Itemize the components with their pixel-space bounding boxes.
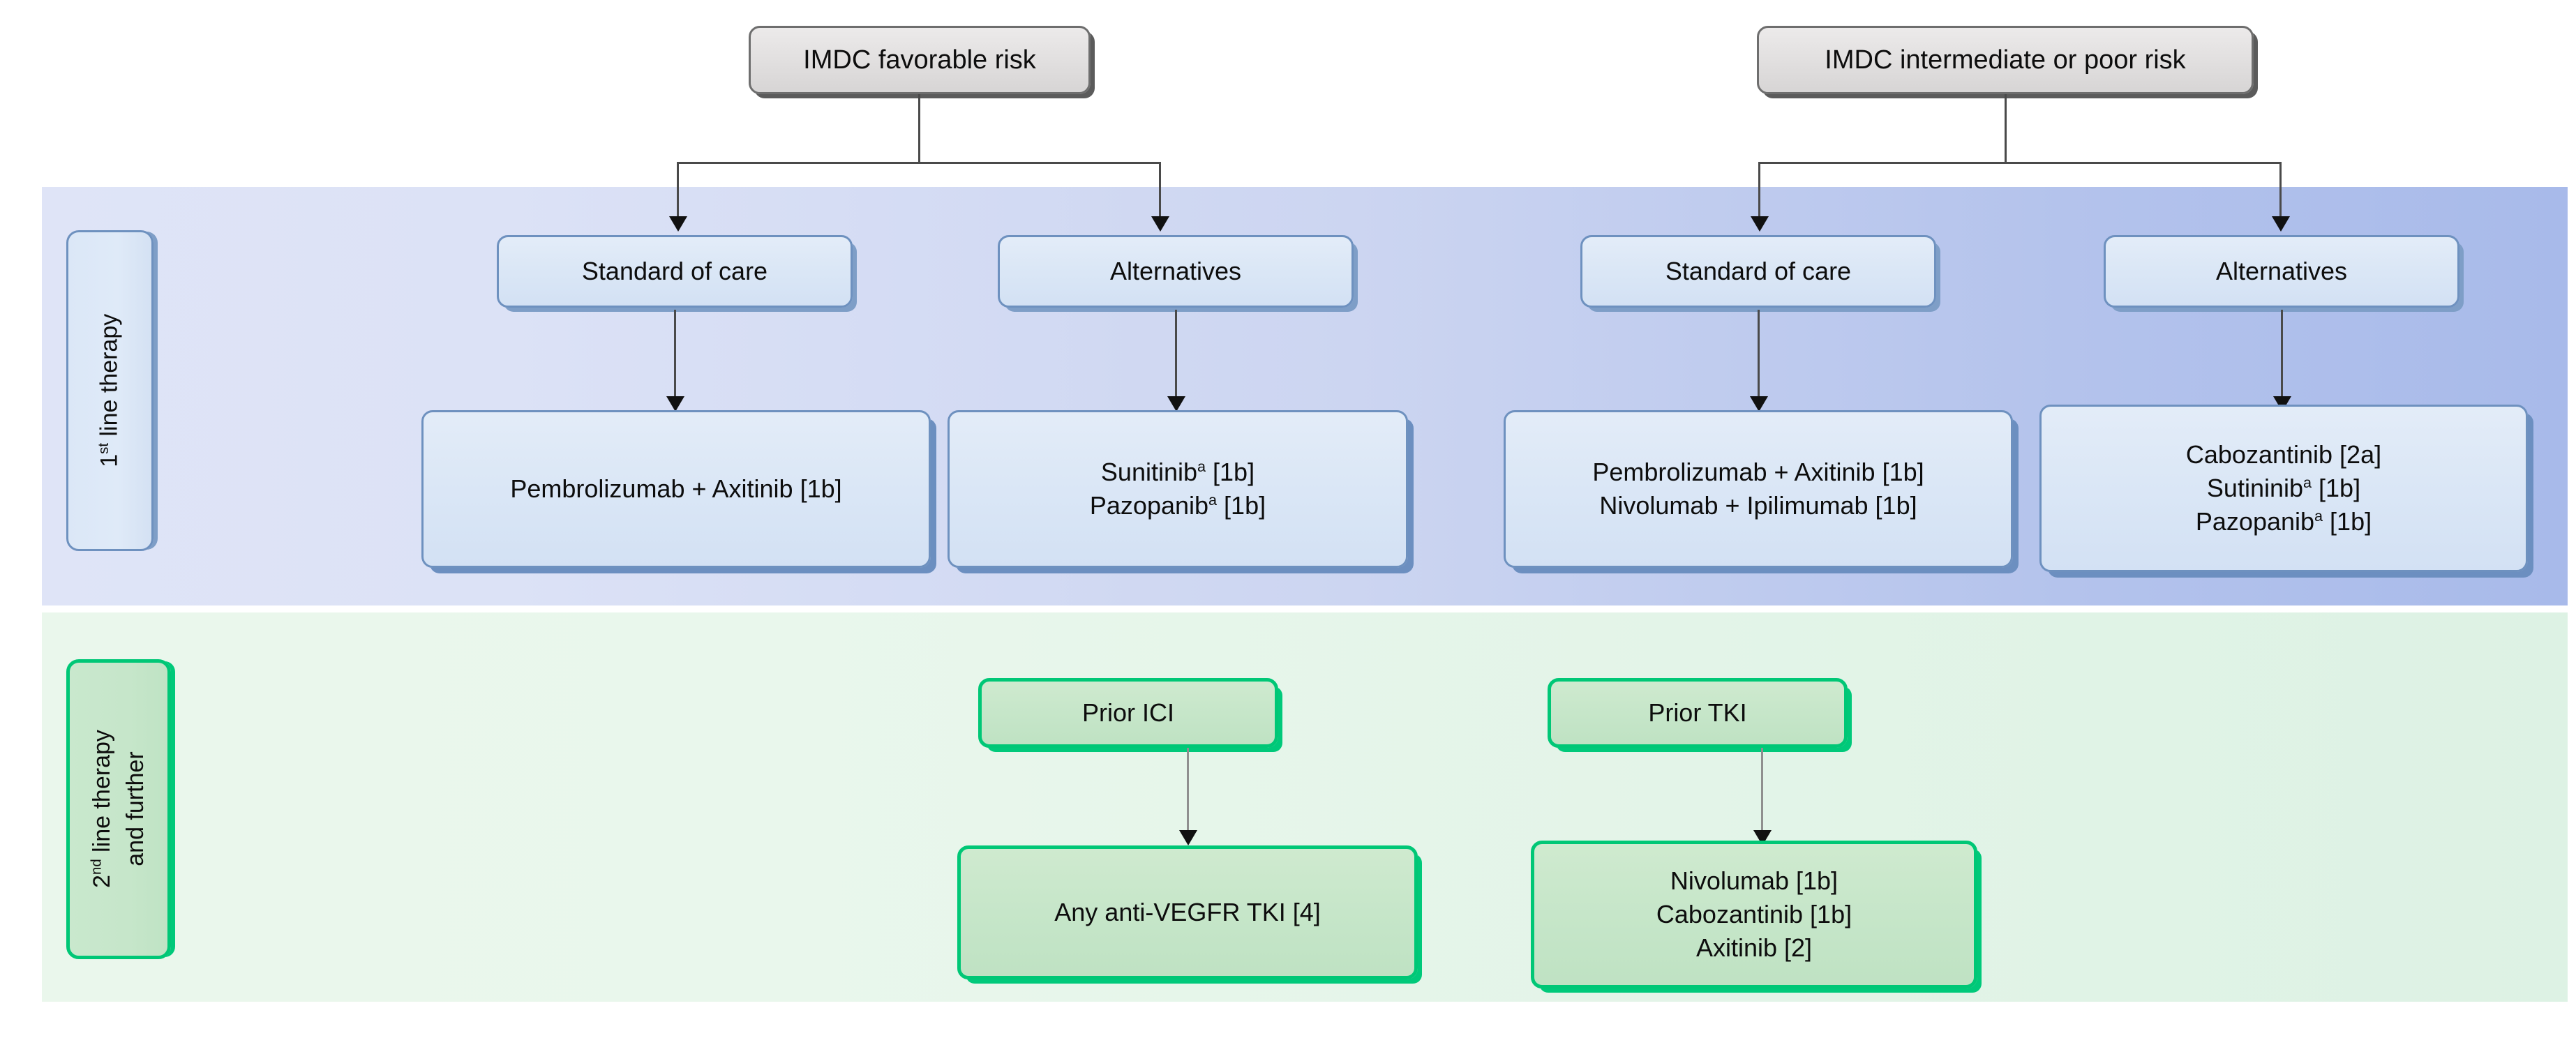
category-label-intpoor-soc: Standard of care bbox=[1665, 256, 1852, 285]
treatment-row: Pazopaniba [1b] bbox=[1090, 489, 1266, 522]
connector-favorable-soc-drop bbox=[677, 162, 679, 218]
treatment-drug: Pazopanib bbox=[1089, 491, 1209, 520]
treatment-box-intpoor-soc[interactable]: Pembrolizumab + Axitinib [1b] Nivolumab … bbox=[1504, 410, 2013, 568]
treatment-drug: Nivolumab + Ipilimumab bbox=[1599, 491, 1869, 520]
connector-intpoor-soc-to-treatments bbox=[1758, 310, 1760, 399]
treatment-evidence-level: [4] bbox=[1285, 897, 1321, 926]
treatment-drug: Pazopanib bbox=[2195, 507, 2315, 536]
side-label-first-line: 1st line therapy bbox=[66, 230, 153, 551]
side-label-first-line-sup: st bbox=[96, 443, 112, 455]
category-label-favorable-alt: Alternatives bbox=[1109, 256, 1242, 285]
treatment-drug: Sunitinib bbox=[1100, 457, 1197, 486]
side-label-second-line: 2nd line therapy and further bbox=[66, 659, 171, 959]
treatment-footnote-marker: a bbox=[1197, 457, 1206, 475]
connector-intpoor-crossbar bbox=[1758, 162, 2282, 164]
treatment-evidence-level: [1b] bbox=[1803, 899, 1852, 928]
treatment-footnote-marker: a bbox=[2303, 473, 2312, 491]
arrow-favorable-alt-treatments bbox=[1167, 396, 1185, 412]
connector-favorable-crossbar bbox=[677, 162, 1161, 164]
treatment-row: Cabozantinib [2a] bbox=[2186, 438, 2381, 472]
category-box-intpoor-alt[interactable]: Alternatives bbox=[2104, 235, 2459, 308]
treatment-footnote-marker: a bbox=[2314, 507, 2323, 525]
arrow-intpoor-alt bbox=[2272, 216, 2290, 232]
connector-prior-ici-to-treatments bbox=[1187, 748, 1189, 834]
treatment-footnote-marker: a bbox=[1208, 491, 1218, 509]
arrow-favorable-soc-treatments bbox=[666, 396, 684, 412]
treatment-box-prior-ici[interactable]: Any anti-VEGFR TKI [4] bbox=[957, 845, 1418, 979]
category-label-intpoor-alt: Alternatives bbox=[2215, 256, 2348, 285]
connector-intpoor-alt-drop bbox=[2279, 162, 2282, 218]
treatment-evidence-level: [1b] bbox=[1868, 491, 1917, 520]
side-label-first-line-prefix: 1 bbox=[96, 454, 123, 468]
risk-header-favorable[interactable]: IMDC favorable risk bbox=[749, 26, 1091, 94]
side-label-second-line-sup: nd bbox=[89, 859, 105, 875]
treatment-box-favorable-soc[interactable]: Pembrolizumab + Axitinib [1b] bbox=[421, 410, 931, 568]
arrow-favorable-soc bbox=[669, 216, 687, 232]
side-label-second-line-rest: line therapy bbox=[88, 730, 115, 859]
arrow-intpoor-soc-treatments bbox=[1750, 396, 1768, 412]
side-label-second-line-prefix: 2 bbox=[88, 875, 115, 889]
treatment-row: Pembrolizumab + Axitinib [1b] bbox=[1592, 456, 1924, 489]
treatment-row: Cabozantinib [1b] bbox=[1656, 898, 1852, 931]
treatment-evidence-level: [2a] bbox=[2332, 439, 2382, 469]
treatment-drug: Cabozantinib bbox=[2185, 439, 2333, 469]
category-box-prior-tki[interactable]: Prior TKI bbox=[1548, 678, 1848, 748]
side-label-second-line-text: 2nd line therapy and further bbox=[87, 730, 150, 889]
connector-favorable-soc-to-treatments bbox=[674, 310, 676, 399]
treatment-evidence-level: [1b] bbox=[2312, 473, 2361, 502]
treatment-box-intpoor-alt[interactable]: Cabozantinib [2a] Sutininiba [1b] Pazopa… bbox=[2039, 405, 2528, 572]
treatment-evidence-level: [1b] bbox=[2323, 507, 2372, 536]
connector-prior-tki-to-treatments bbox=[1761, 748, 1763, 834]
treatment-row: Pazopaniba [1b] bbox=[2196, 505, 2372, 539]
category-label-prior-ici: Prior ICI bbox=[1081, 698, 1174, 727]
treatment-row: Any anti-VEGFR TKI [4] bbox=[1054, 896, 1320, 929]
treatment-drug: Axitinib bbox=[1695, 933, 1778, 963]
arrow-intpoor-soc bbox=[1751, 216, 1769, 232]
treatment-row: Sunitiniba [1b] bbox=[1101, 456, 1255, 489]
treatment-evidence-level: [1b] bbox=[1875, 457, 1924, 486]
connector-favorable-stem bbox=[918, 94, 920, 162]
treatment-evidence-level: [2] bbox=[1777, 933, 1813, 963]
treatment-row: Pembrolizumab + Axitinib [1b] bbox=[510, 472, 841, 506]
side-label-first-line-text: 1st line therapy bbox=[95, 314, 126, 467]
risk-header-intermediate-poor[interactable]: IMDC intermediate or poor risk bbox=[1757, 26, 2254, 94]
connector-intpoor-soc-drop bbox=[1758, 162, 1760, 218]
risk-header-favorable-label: IMDC favorable risk bbox=[803, 45, 1036, 75]
connector-favorable-alt-to-treatments bbox=[1175, 310, 1177, 399]
treatment-drug: Nivolumab bbox=[1670, 866, 1789, 895]
connector-intpoor-stem bbox=[2005, 94, 2007, 162]
category-label-favorable-soc: Standard of care bbox=[581, 256, 768, 285]
treatment-drug: Sutininib bbox=[2206, 473, 2303, 502]
treatment-text: Pembrolizumab + Axitinib [1b] bbox=[510, 474, 842, 503]
category-box-prior-ici[interactable]: Prior ICI bbox=[978, 678, 1278, 748]
arrow-prior-ici-treatments bbox=[1179, 830, 1197, 845]
connector-intpoor-alt-to-treatments bbox=[2281, 310, 2283, 399]
treatment-drug: Any anti-VEGFR TKI bbox=[1054, 897, 1286, 926]
connector-favorable-alt-drop bbox=[1159, 162, 1161, 218]
treatment-evidence-level: [1b] bbox=[1789, 866, 1839, 895]
treatment-row: Nivolumab [1b] bbox=[1670, 864, 1838, 898]
treatment-box-favorable-alt[interactable]: Sunitiniba [1b] Pazopaniba [1b] bbox=[948, 410, 1408, 568]
treatment-row: Sutininiba [1b] bbox=[2207, 472, 2360, 505]
treatment-drug: Pembrolizumab + Axitinib bbox=[1592, 457, 1875, 486]
treatment-evidence-level: [1b] bbox=[1217, 491, 1266, 520]
treatment-evidence-level: [1b] bbox=[1206, 457, 1255, 486]
category-label-prior-tki: Prior TKI bbox=[1648, 698, 1747, 727]
treatment-drug: Cabozantinib bbox=[1656, 899, 1804, 928]
category-box-favorable-soc[interactable]: Standard of care bbox=[497, 235, 853, 308]
arrow-favorable-alt bbox=[1151, 216, 1169, 232]
treatment-row: Axitinib [2] bbox=[1696, 931, 1812, 965]
risk-header-intermediate-poor-label: IMDC intermediate or poor risk bbox=[1825, 45, 2186, 75]
treatment-row: Nivolumab + Ipilimumab [1b] bbox=[1599, 489, 1917, 522]
side-label-first-line-rest: line therapy bbox=[96, 313, 123, 444]
treatment-box-prior-tki[interactable]: Nivolumab [1b] Cabozantinib [1b] Axitini… bbox=[1531, 841, 1977, 988]
category-box-intpoor-soc[interactable]: Standard of care bbox=[1580, 235, 1936, 308]
side-label-second-line-subtext: and further bbox=[121, 751, 148, 867]
category-box-favorable-alt[interactable]: Alternatives bbox=[998, 235, 1354, 308]
